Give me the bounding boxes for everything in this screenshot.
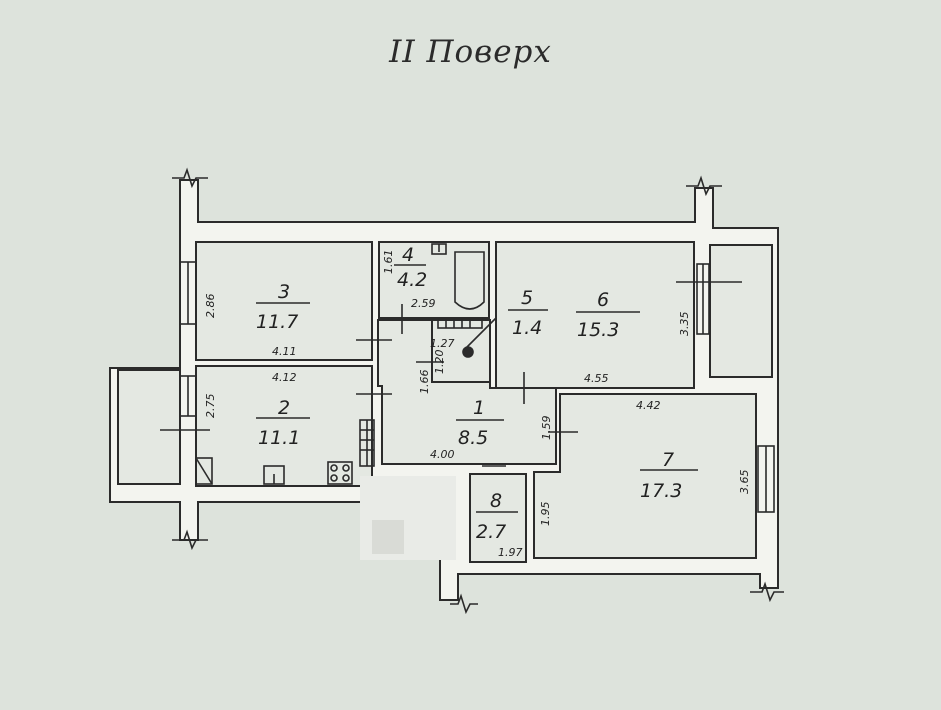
windows — [179, 261, 775, 513]
kitchen-fixtures — [195, 419, 375, 485]
bath-fixtures — [431, 243, 497, 358]
door-marks — [160, 281, 742, 467]
room-number-2: 2 — [278, 397, 290, 419]
balcony-right — [709, 244, 773, 378]
room-area-2: 11.1 — [258, 427, 300, 449]
dim-room4-width: 2.59 — [411, 297, 436, 310]
dim-room1-width: 4.00 — [430, 448, 455, 461]
dim-room6-height: 3.35 — [678, 312, 691, 337]
room-area-6: 15.3 — [577, 319, 619, 341]
blurred-patch — [372, 520, 404, 554]
room-7 — [533, 393, 757, 559]
room-area-3: 11.7 — [256, 311, 298, 333]
dim-room1-height: 1.59 — [540, 416, 553, 441]
room-number-8: 8 — [490, 490, 502, 512]
dim-room2-width: 4.12 — [272, 371, 297, 384]
dim-room6-width: 4.55 — [584, 372, 609, 385]
room-8 — [469, 473, 527, 563]
room-number-3: 3 — [278, 281, 290, 303]
room-area-5: 1.4 — [512, 317, 542, 339]
dim-corridor-height-a: 1.66 — [418, 370, 431, 395]
room-number-7: 7 — [662, 449, 674, 471]
room-area-7: 17.3 — [640, 480, 682, 502]
dim-room2-height: 2.75 — [204, 394, 217, 419]
area-fraction-lines — [256, 264, 698, 513]
dim-room7-height: 3.65 — [738, 470, 751, 495]
dim-room8-width: 1.97 — [498, 546, 523, 559]
room-area-8: 2.7 — [476, 521, 506, 543]
dim-room3-height: 2.86 — [204, 294, 217, 319]
dim-room7-height-b: 1.95 — [539, 502, 552, 527]
dim-room3-width: 4.11 — [272, 345, 297, 358]
room-number-4: 4 — [402, 244, 414, 266]
room-area-1: 8.5 — [458, 427, 488, 449]
room-number-5: 5 — [521, 287, 533, 309]
plan-title: II Поверх — [389, 34, 552, 70]
dim-corridor-height-b: 1.20 — [433, 350, 446, 375]
dim-room5-width: 1.27 — [430, 337, 455, 350]
dim-room7-width: 4.42 — [636, 399, 661, 412]
room-number-1: 1 — [473, 397, 485, 419]
room-3 — [195, 241, 373, 361]
room-5 — [431, 319, 491, 383]
balcony-left — [117, 369, 181, 485]
room-number-6: 6 — [597, 289, 609, 311]
wall-break-marks — [172, 167, 784, 615]
room-6 — [495, 241, 695, 389]
room-area-4: 4.2 — [397, 269, 427, 291]
dim-room4-height: 1.61 — [382, 250, 395, 275]
